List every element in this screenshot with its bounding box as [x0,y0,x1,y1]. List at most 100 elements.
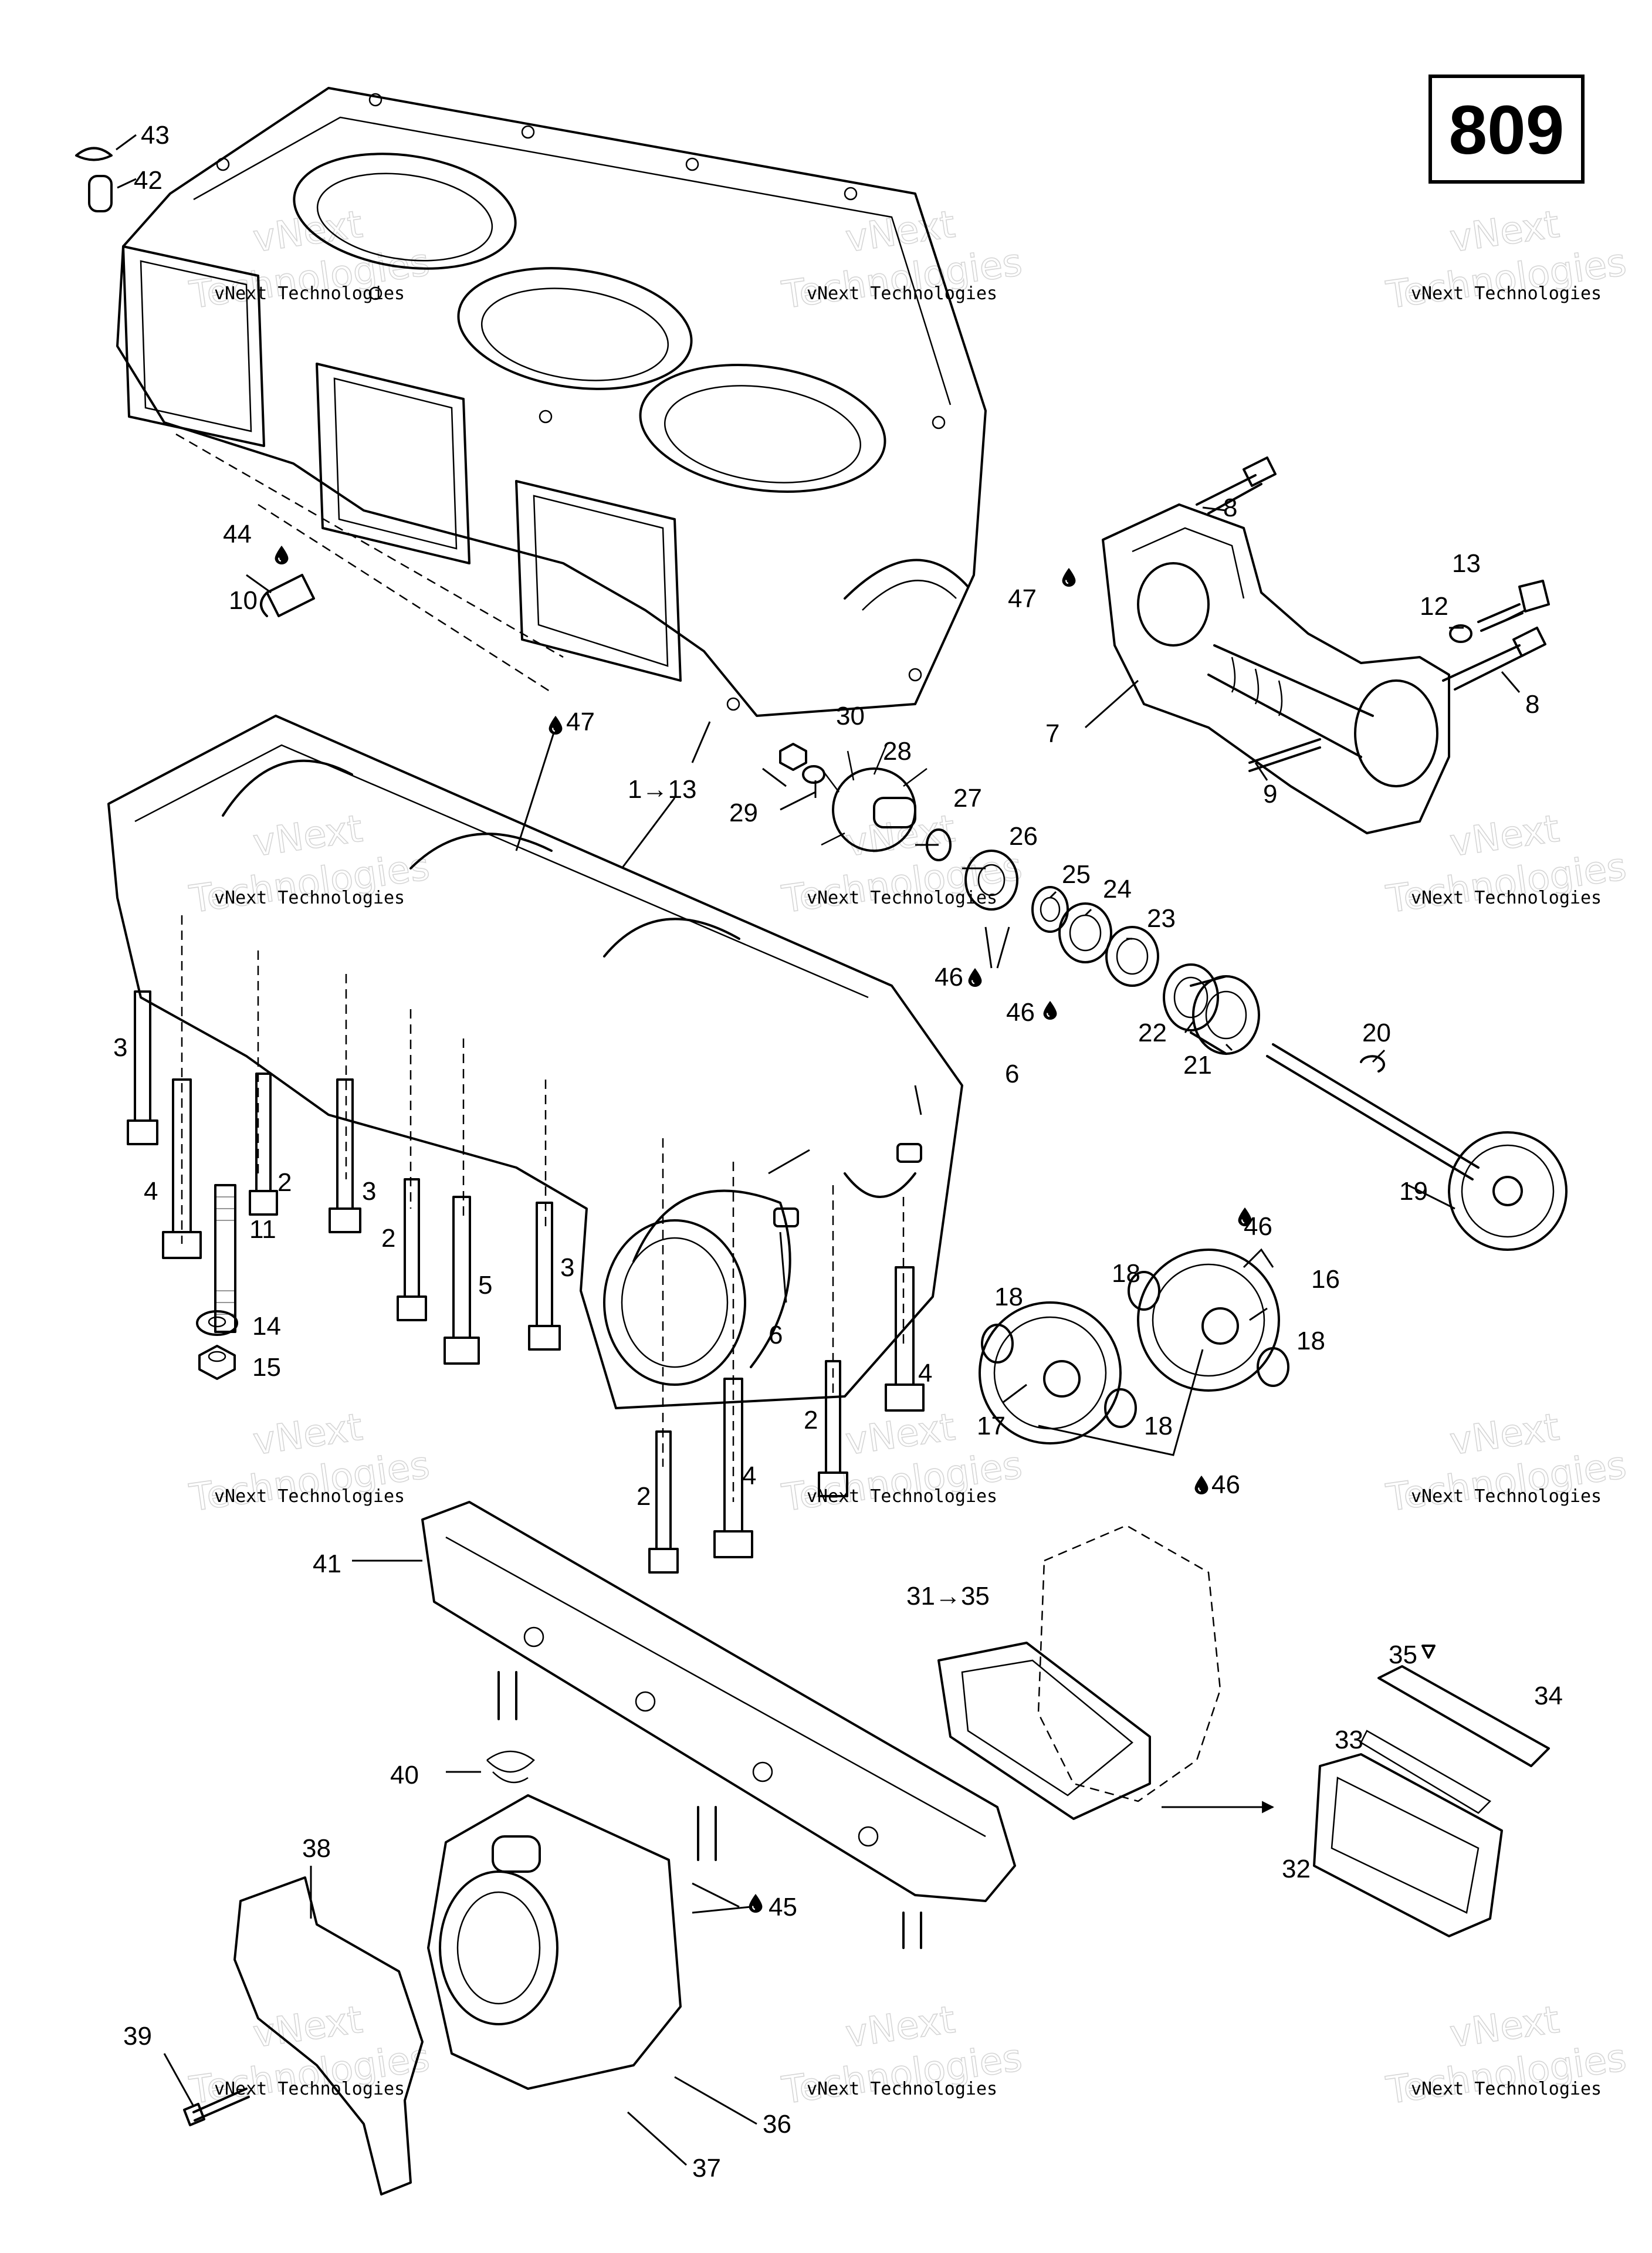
callout-17: 17 [977,1412,1006,1440]
callout-13: 13 [1452,549,1481,578]
callout-12: 12 [1420,592,1448,621]
sleeve-22 [1163,963,1219,1031]
clip-43 [75,147,113,161]
callout-35: 35 [1389,1640,1417,1669]
bolt-3c [528,1202,561,1351]
gear-17 [979,1301,1122,1445]
callout-6b: 6 [769,1321,783,1349]
callout-4a: 4 [144,1177,158,1206]
bolt-2a [249,1073,278,1216]
dowel-pin-6b [896,1143,922,1163]
callout-3c: 3 [560,1253,574,1282]
svg-text:vNext Technologies: vNext Technologies [807,888,997,908]
callout-2b: 2 [381,1224,395,1253]
lubricant-drop-icon [1062,568,1076,587]
lower-crankcase [107,715,963,1502]
callout-2a: 2 [277,1168,292,1197]
svg-text:vNext Technologies: vNext Technologies [214,283,405,304]
reed-petal-33 [1360,1730,1492,1814]
callout-46a: 46 [935,963,963,992]
ring-clamp-40 [486,1750,535,1784]
svg-text:vNext Technologies: vNext Technologies [1411,2079,1602,2099]
svg-text:vNext Technologies: vNext Technologies [214,2079,405,2099]
callout-5: 5 [478,1271,492,1300]
callout-25: 25 [1062,860,1091,889]
watermark-9: vNext Technologies vNext Technologies [1383,1405,1629,1521]
svg-text:vNext Technologies: vNext Technologies [1411,888,1602,908]
lubricant-drop-icon [749,1894,763,1913]
watermark-10: vNext Technologies vNext Technologies [186,1998,432,2113]
svg-text:vNext Technologies: vNext Technologies [1411,283,1602,304]
callout-42: 42 [134,166,163,195]
callout-18b: 18 [994,1283,1023,1311]
washer-18b [1128,1271,1160,1311]
callout-23: 23 [1147,904,1176,933]
lubricant-drop-icon [1194,1476,1208,1494]
callout-14: 14 [252,1312,281,1341]
callout-4b: 4 [918,1359,932,1388]
callout-33: 33 [1335,1726,1363,1754]
bolt-3b [329,1078,361,1233]
callout-3b: 3 [362,1177,376,1206]
intake-manifold-41 [421,1501,1016,1949]
stud-11 [214,1184,236,1333]
bolt-4c [713,1378,753,1558]
bracket-38 [233,1876,424,2196]
callout-21: 21 [1183,1051,1212,1080]
water-pump-assembly [779,743,1568,1251]
gear-group [979,1249,1289,1445]
seal-26 [964,850,1018,911]
lubricant-drop-icons [275,546,1252,1913]
callout-19: 19 [1399,1177,1428,1206]
watermarks: vNext Technologies vNext Technologies vN… [186,202,1629,2113]
watermark-4: vNext Technologies vNext Technologies [186,807,432,922]
washer-12 [1449,624,1472,643]
callout-9: 9 [1263,780,1277,808]
callout-38: 38 [302,1834,331,1863]
callout-29: 29 [729,799,758,827]
callout-3a: 3 [113,1033,127,1062]
callout-32: 32 [1282,1855,1311,1883]
plug-42 [88,175,113,212]
callout-31-35: 31→35 [906,1582,990,1611]
watermark-7: vNext Technologies vNext Technologies [186,1405,432,1521]
bolt-8b [1442,627,1546,691]
callout-20: 20 [1362,1019,1391,1047]
callout-40: 40 [390,1761,419,1789]
lubricant-drop-icon [549,716,563,735]
callout-39: 39 [123,2022,152,2051]
lubricant-drop-icon [275,546,289,564]
callout-7: 7 [1045,719,1059,748]
rotary-valve-cover-7 [1102,503,1450,834]
washer-18c [1104,1388,1137,1428]
bolt-5 [444,1196,480,1365]
washer-18d [1257,1347,1289,1387]
callout-46b: 46 [1006,998,1035,1027]
bearing-24 [1058,902,1112,963]
bolt-2c [818,1360,848,1497]
callout-18d: 18 [1144,1412,1173,1440]
gear-16 [1137,1249,1280,1392]
watermark-2: vNext Technologies vNext Technologies [778,202,1025,318]
ring-25 [1031,886,1069,933]
watermark-11: vNext Technologies vNext Technologies [778,1998,1025,2113]
page-number: 809 [1449,92,1565,169]
washer-29 [802,765,825,784]
bolt-3a [127,990,158,1145]
svg-text:vNext Technologies: vNext Technologies [214,1486,405,1507]
watermark-1: vNext Technologies vNext Technologies [186,202,432,318]
callout-47a: 47 [1008,584,1037,613]
callout-1-13: 1→13 [628,775,696,804]
bolt-2d [648,1430,679,1574]
callout-18a: 18 [1112,1259,1140,1288]
reed-valve-32 [1313,1753,1503,1937]
washer-14 [196,1310,238,1336]
callout-26: 26 [1009,822,1038,851]
callout-28: 28 [883,737,912,766]
callout-46d: 46 [1211,1470,1240,1499]
dowel-pin-6a [773,1207,799,1227]
upper-crankcase [116,87,987,717]
callout-8b: 8 [1525,690,1539,719]
callout-37: 37 [692,2154,721,2183]
